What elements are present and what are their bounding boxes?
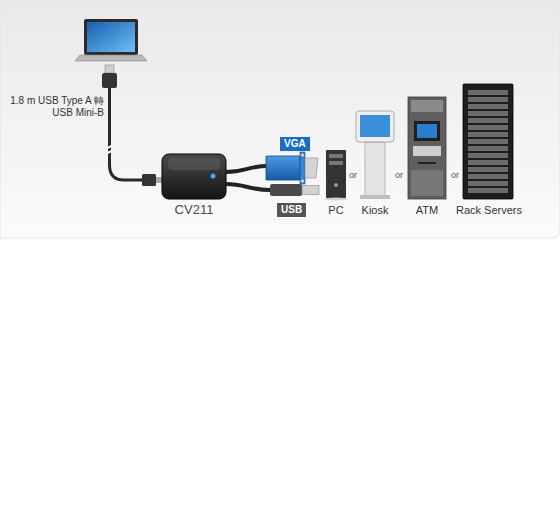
cable-label: 1.8 m USB Type A 轉 USB Mini-B [2, 95, 104, 118]
device-label: PC [328, 204, 343, 217]
vga-connector [266, 152, 318, 184]
usb-plug [270, 184, 319, 196]
tag-text: USB [281, 204, 302, 215]
device-label: or [395, 170, 403, 180]
connector-tag: USB [277, 203, 306, 217]
atm [408, 97, 446, 199]
background-panel [0, 0, 560, 238]
device-label: Kiosk [362, 204, 389, 217]
device-label: Rack Servers [456, 204, 522, 217]
device-label: ATM [416, 204, 438, 217]
connector-tag: VGA [280, 137, 310, 151]
tag-text: VGA [284, 138, 306, 149]
device-label: or [349, 170, 357, 180]
kvm-adapter [162, 154, 270, 199]
usb-cable [102, 65, 162, 186]
laptop-icon [75, 19, 147, 61]
pc-tower [324, 150, 348, 201]
device-label: or [451, 170, 459, 180]
server-rack [463, 84, 513, 199]
device-label: CV211 [175, 203, 214, 218]
kiosk [356, 111, 394, 199]
